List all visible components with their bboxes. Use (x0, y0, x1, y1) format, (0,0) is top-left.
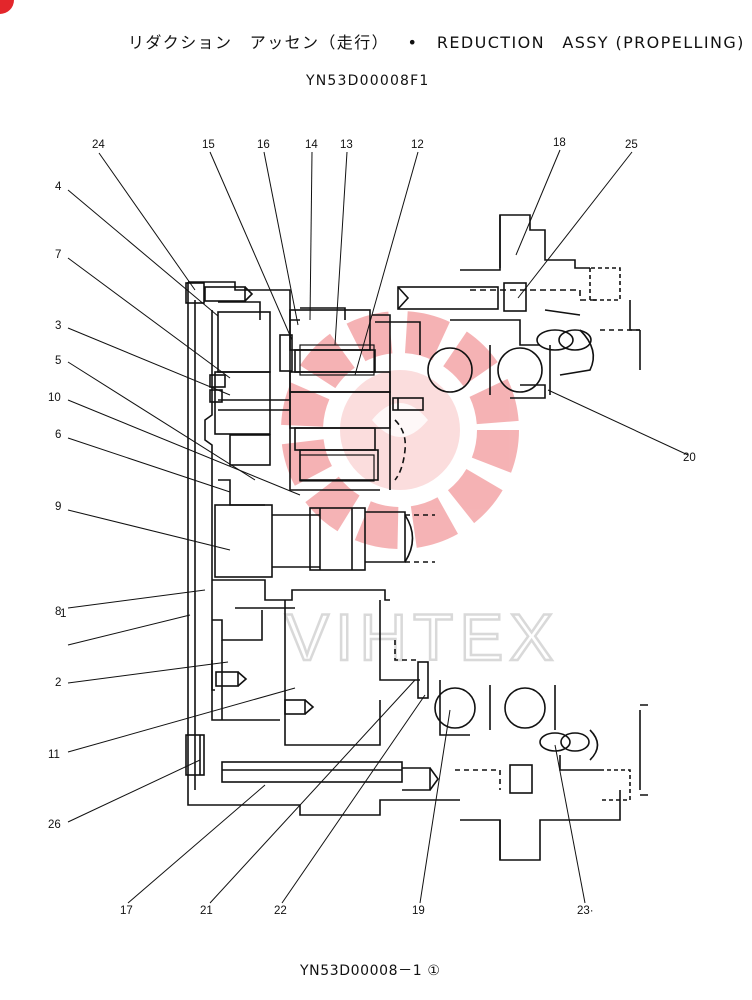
callout-26: 26 (48, 819, 61, 831)
callout-1: 1 (60, 608, 66, 620)
figure-number: YN53D00008－1 ① (300, 963, 441, 979)
callout-18: 18 (553, 137, 566, 149)
callout-15: 15 (202, 139, 215, 151)
callout-5: 5 (55, 355, 61, 367)
callout-numbers: 1 2 3 4 5 6 7 8 9 10 11 12 13 14 15 16 1… (48, 137, 696, 917)
callout-8: 8 (55, 606, 61, 618)
page-title: リダクション アッセン（走行） • REDUCTION ASSY (PROPEL… (128, 29, 745, 53)
callout-9: 9 (55, 501, 61, 513)
callout-11: 11 (48, 749, 60, 761)
callout-10: 10 (48, 392, 61, 404)
callout-25: 25 (625, 139, 638, 151)
title-separator: • (407, 33, 419, 52)
callout-17: 17 (120, 905, 133, 917)
callout-20: 20 (683, 452, 696, 464)
callout-7: 7 (55, 249, 61, 261)
callout-22: 22 (274, 905, 287, 917)
callout-19: 19 (412, 905, 425, 917)
callout-24: 24 (92, 139, 105, 151)
callout-12: 12 (411, 139, 424, 151)
leader-lines (67, 149, 689, 904)
callout-6: 6 (55, 429, 61, 441)
title-english: REDUCTION ASSY (PROPELLING) (436, 33, 745, 52)
title-japanese: リダクション アッセン（走行） (128, 33, 390, 52)
callout-2: 2 (55, 677, 61, 689)
callout-23: 23· (577, 905, 594, 917)
watermark-text: VIHTEX (285, 600, 559, 674)
callout-4: 4 (55, 181, 62, 193)
assembly-linework (185, 214, 648, 861)
callout-14: 14 (305, 139, 318, 151)
watermark-logo (281, 311, 519, 549)
callout-16: 16 (257, 139, 270, 151)
callout-21: 21 (200, 905, 213, 917)
callout-13: 13 (340, 139, 353, 151)
callout-3: 3 (55, 320, 61, 332)
part-number: YN53D00008F1 (306, 73, 430, 89)
